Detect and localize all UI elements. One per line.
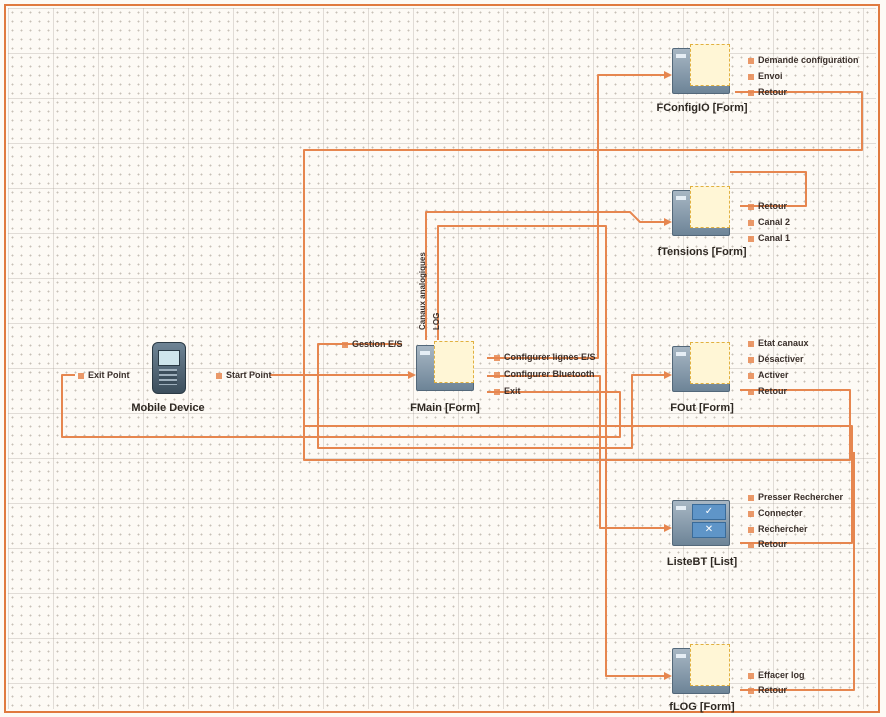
port-marker-icon <box>748 73 754 80</box>
port-marker-icon <box>748 388 754 395</box>
fout-title: FOut [Form] <box>670 402 734 414</box>
fmain-port-config-bt[interactable]: Configurer Bluetooth <box>494 369 595 379</box>
fconfigio-form-icon[interactable] <box>672 44 730 94</box>
connector-bt-listebt <box>487 375 668 529</box>
listebt-port-presser[interactable]: Presser Rechercher <box>748 492 843 502</box>
arrow-fmain-start <box>408 371 416 379</box>
connector-ftensions-retour <box>730 171 807 207</box>
device-title: Mobile Device <box>131 402 205 414</box>
port-marker-icon <box>748 687 754 694</box>
fout-port-retour[interactable]: Retour <box>748 386 787 396</box>
fout-port-etat[interactable]: Etat canaux <box>748 338 809 348</box>
ftensions-port-retour[interactable]: Retour <box>748 201 787 211</box>
fmain-port-exit[interactable]: Exit <box>494 386 521 396</box>
port-marker-icon <box>748 510 754 517</box>
flog-port-effacer[interactable]: Effacer log <box>748 670 805 680</box>
port-marker-icon <box>748 203 754 210</box>
fmain-port-config-lignes[interactable]: Configurer lignes E/S <box>494 352 596 362</box>
fout-port-desactiver[interactable]: Désactiver <box>748 354 804 364</box>
exit-point-label[interactable]: Exit Point <box>78 370 130 380</box>
fout-port-activer[interactable]: Activer <box>748 370 789 380</box>
fconfigio-port-demande[interactable]: Demande configuration <box>748 55 859 65</box>
arrow-listebt-in <box>664 524 672 532</box>
fmain-form-icon[interactable] <box>416 341 474 391</box>
flog-port-retour[interactable]: Retour <box>748 685 787 695</box>
ftensions-port-canal2[interactable]: Canal 2 <box>748 217 790 227</box>
ftensions-port-canal1[interactable]: Canal 1 <box>748 233 790 243</box>
port-marker-icon <box>342 341 348 348</box>
listebt-port-connecter[interactable]: Connecter <box>748 508 803 518</box>
connector-listebt-retour <box>304 425 853 544</box>
listebt-title: ListeBT [List] <box>666 556 738 568</box>
port-marker-icon <box>748 541 754 548</box>
canvas-frame <box>4 4 880 713</box>
port-marker-icon <box>748 219 754 226</box>
port-marker-icon <box>748 356 754 363</box>
port-marker-icon <box>748 526 754 533</box>
start-point-label[interactable]: Start Point <box>216 370 272 380</box>
cross-icon: ✕ <box>692 522 726 538</box>
port-marker-icon <box>494 354 500 361</box>
flog-title: fLOG [Form] <box>669 701 735 713</box>
port-marker-icon <box>494 371 500 378</box>
fmain-port-log[interactable]: LOG <box>432 312 441 330</box>
flog-form-icon[interactable] <box>672 644 730 694</box>
check-icon: ✓ <box>692 504 726 520</box>
port-marker-icon <box>216 372 222 379</box>
port-marker-icon <box>748 89 754 96</box>
port-marker-icon <box>748 340 754 347</box>
connector-config-fconfig <box>487 74 668 359</box>
connector-flog-retour <box>740 452 855 691</box>
fconfigio-port-envoi[interactable]: Envoi <box>748 71 783 81</box>
arrow-fout-in <box>664 371 672 379</box>
phone-icon[interactable] <box>152 342 186 394</box>
connector-canaux-ftensions <box>425 211 668 340</box>
fconfigio-title: FConfigIO [Form] <box>656 102 748 114</box>
port-marker-icon <box>748 57 754 64</box>
port-marker-icon <box>78 372 84 379</box>
ftensions-form-icon[interactable] <box>672 186 730 236</box>
listebt-port-retour[interactable]: Retour <box>748 539 787 549</box>
port-marker-icon <box>748 372 754 379</box>
connector-log-flog <box>437 225 668 677</box>
connector-gestion-fout <box>317 343 668 449</box>
connector-exit-loop <box>61 374 621 438</box>
fmain-title: FMain [Form] <box>410 402 480 414</box>
connector-fconfig-retour <box>303 91 863 461</box>
listebt-list-icon[interactable]: ✓ ✕ <box>672 500 730 546</box>
fout-form-icon[interactable] <box>672 342 730 392</box>
ftensions-title: fTensions [Form] <box>657 246 747 258</box>
arrow-fconfig-in <box>664 71 672 79</box>
listebt-port-rechercher[interactable]: Rechercher <box>748 524 808 534</box>
arrow-flog-in <box>664 672 672 680</box>
fmain-port-canaux[interactable]: Canaux analogiques <box>418 252 427 330</box>
port-marker-icon <box>748 494 754 501</box>
port-marker-icon <box>748 672 754 679</box>
port-marker-icon <box>494 388 500 395</box>
arrow-ftensions-in <box>664 218 672 226</box>
fconfigio-port-retour[interactable]: Retour <box>748 87 787 97</box>
fmain-port-gestion[interactable]: Gestion E/S <box>342 339 403 349</box>
port-marker-icon <box>748 235 754 242</box>
